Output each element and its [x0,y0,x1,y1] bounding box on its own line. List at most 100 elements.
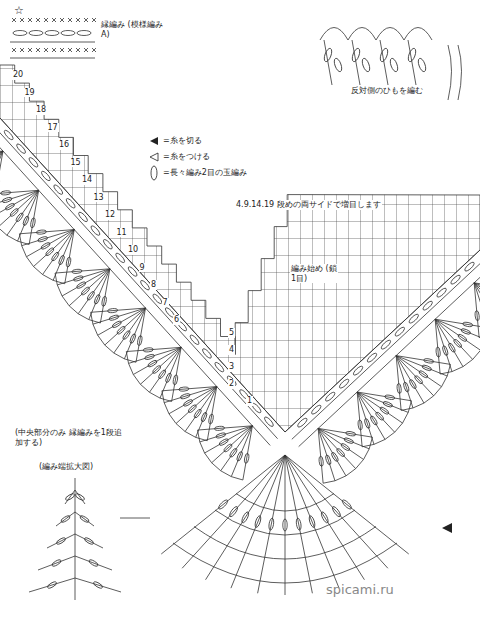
stitch-oval [319,456,324,466]
chart-stroke [0,125,278,439]
stitch-oval [331,452,340,463]
chart-stroke [258,455,285,593]
chart-stroke [318,428,356,468]
stitch-oval [414,375,424,385]
stitch-oval [189,334,200,346]
stitch-oval [15,143,26,155]
watermark: spicami.ru [325,582,395,598]
chart-stroke [114,308,146,353]
chart-stroke [185,387,217,432]
row-number: 18 [35,105,47,115]
stitch-oval [79,515,90,523]
stitch-oval [283,519,287,531]
stitch-oval [37,236,48,243]
stitch-oval [423,358,434,364]
stitch-oval [364,418,371,429]
chart-stroke [401,364,450,410]
chart-stroke [0,190,39,194]
stitch-oval [333,57,343,72]
chart-stroke [12,48,16,52]
chart-stroke [140,347,181,384]
chart-stroke [198,426,253,430]
chart-stroke [28,18,32,22]
chart-stroke [60,48,64,52]
row-number: 16 [58,140,70,150]
stitch-oval [308,515,316,528]
chart-stroke [292,257,480,439]
row-number: 1 [246,396,253,406]
stitch-oval [409,379,418,390]
stitch-oval [102,238,113,250]
chart-stroke [12,48,16,52]
chart-stroke [435,319,480,350]
stitch-oval [65,493,76,501]
chart-stroke [285,455,339,588]
chart-stroke [479,292,480,338]
chart-stroke [60,18,64,22]
chart-stroke [76,18,80,22]
stitch-oval [88,559,99,567]
stitch-oval [72,269,82,274]
stitch-oval [28,156,39,168]
stitch-oval [22,215,30,226]
chart-stroke [92,18,96,22]
chart-stroke [285,455,312,593]
chart-stroke [20,18,24,22]
stitch-oval [58,255,66,266]
chart-stroke [162,391,207,441]
chart-stroke [285,455,364,580]
stitch-oval [47,581,58,589]
stitch-oval [90,225,101,237]
chart-stroke [0,151,3,178]
chart-stroke [285,455,286,595]
chart-stroke [435,319,440,374]
stitch-oval [331,505,342,517]
cut-mark [442,523,452,533]
stitch-oval [76,281,87,289]
stitch-oval [214,426,224,431]
chart-stroke [76,48,80,52]
chart-stroke [68,48,72,52]
chart-stroke [376,28,404,41]
chart-stroke [357,392,411,401]
row-number: 5 [228,328,235,338]
chart-stroke [44,18,48,22]
stitch-oval [183,399,194,407]
stitch-oval [422,300,434,311]
chart-stroke [28,48,32,52]
stitch-oval [366,352,378,363]
stitch-oval [375,411,385,421]
chart-stroke [236,494,334,512]
chart-stroke [205,426,253,453]
stitch-oval [61,31,75,36]
stitch-oval [109,314,120,321]
row-number: 11 [116,228,128,238]
chart-stroke [182,455,285,568]
chart-stroke [126,352,171,402]
chart-stroke [396,356,434,396]
chart-stroke [198,430,243,480]
row-number: 9 [139,263,146,273]
chart-stroke [44,18,48,22]
stitch-oval [389,57,399,72]
row-number: 12 [104,210,116,220]
chart-stroke [136,308,146,362]
stitch-oval [325,454,332,465]
stitch-oval [263,416,274,428]
stitch-oval [218,438,229,446]
stitch-oval [101,296,107,307]
chart-stroke [52,18,56,22]
stitch-oval [341,499,353,511]
chart-stroke [357,392,385,439]
chart-stroke [212,426,253,463]
stitch-oval [417,57,427,72]
chart-stroke [62,269,110,296]
chart-stroke [172,347,182,401]
stitch-oval [45,247,55,257]
chart-stroke [285,455,409,554]
chart-stroke [0,195,29,245]
chart-stroke [133,347,181,374]
stitch-oval [464,261,476,272]
stitch-oval [296,518,302,531]
chart-stroke [396,356,450,365]
